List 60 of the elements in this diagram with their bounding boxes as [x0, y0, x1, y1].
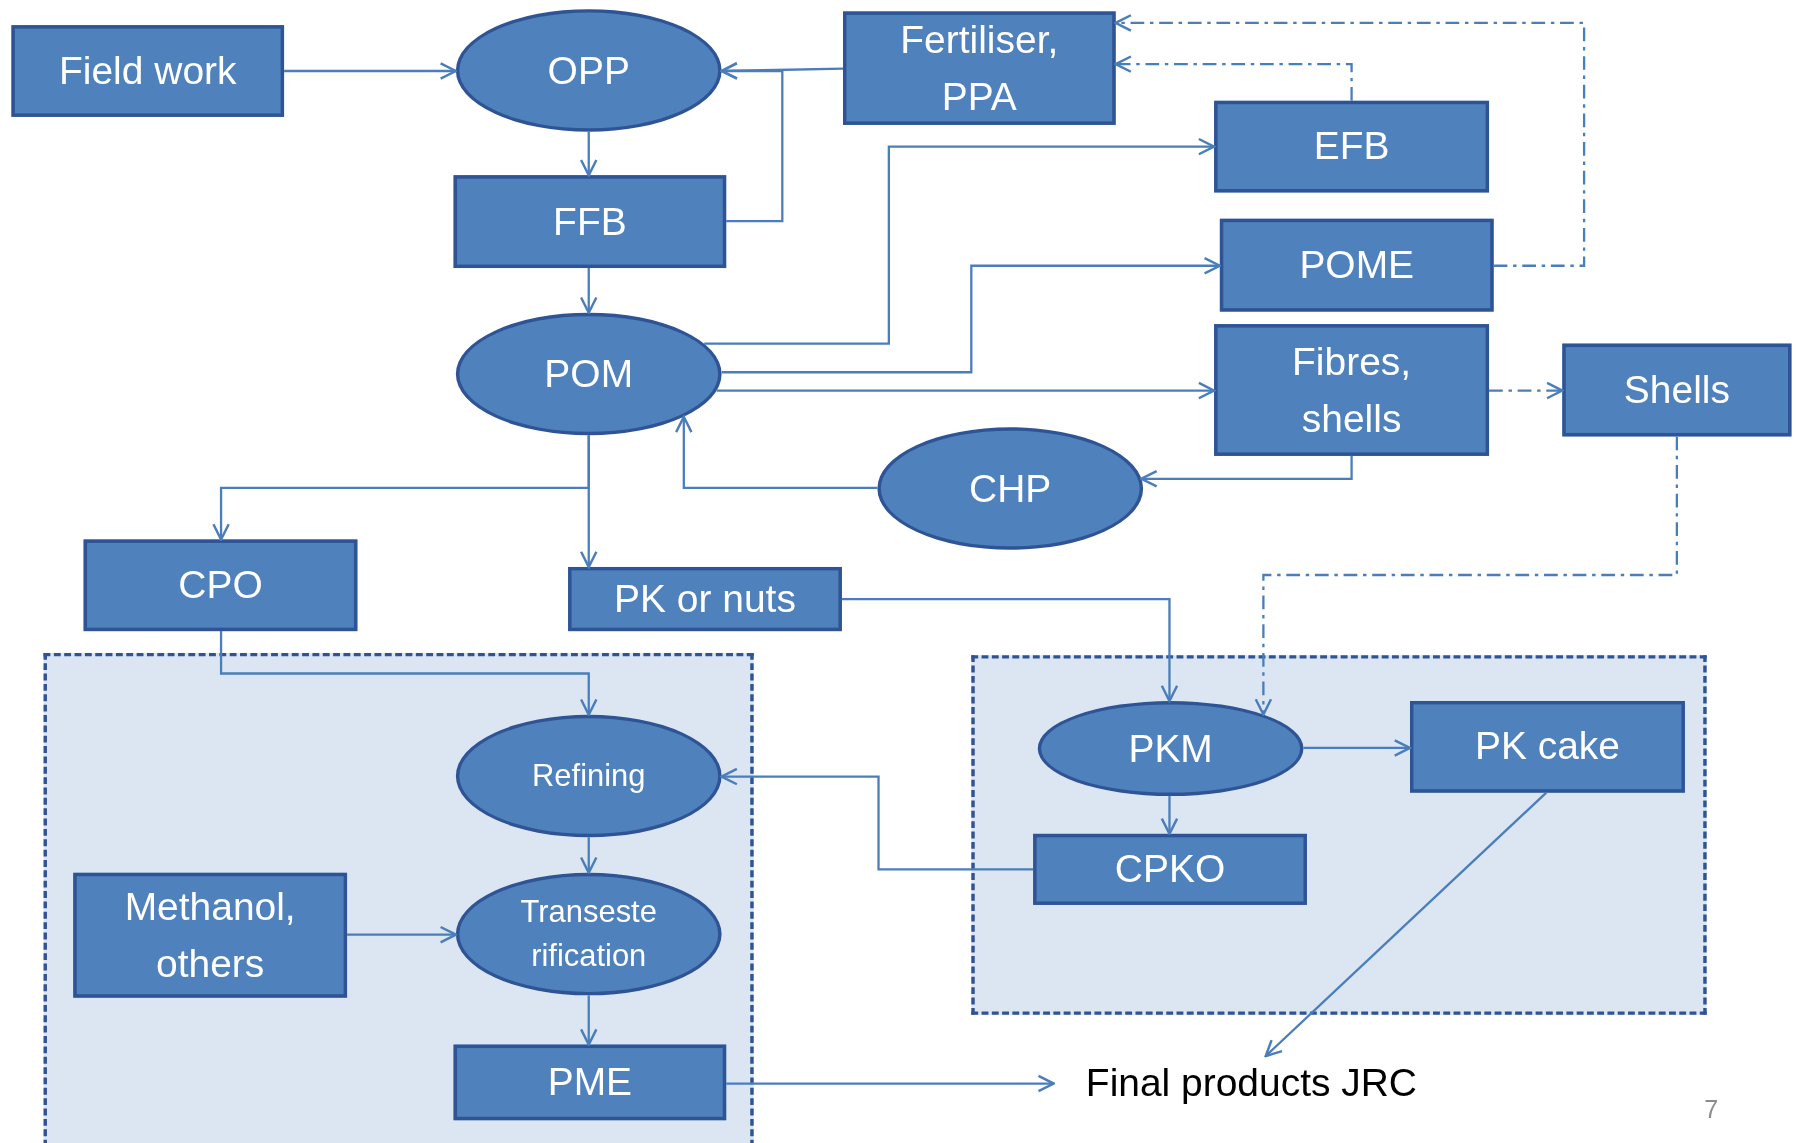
- node-label: OPP: [547, 46, 630, 94]
- node-label: PK or nuts: [614, 575, 796, 623]
- arrow: [1160, 796, 1179, 836]
- node-label: Transeste rification: [519, 893, 658, 974]
- node-label: CPO: [178, 561, 263, 609]
- arrow: [579, 435, 598, 569]
- process-box: [1214, 100, 1490, 193]
- arrow: [579, 268, 598, 314]
- process-box: [1033, 833, 1307, 905]
- arrow: [716, 381, 1216, 400]
- node-label: PK cake: [1474, 723, 1620, 770]
- node-label: EFB: [1313, 123, 1390, 170]
- node-label: Fertiliser, PPA: [899, 16, 1060, 120]
- arrow: [1114, 55, 1353, 101]
- node-label: PKM: [1128, 725, 1213, 772]
- arrow: [1489, 381, 1564, 400]
- arrow: [1254, 436, 1679, 716]
- dashed-boundary-region: [43, 652, 754, 1143]
- arrow: [841, 597, 1179, 703]
- process-box: [1562, 343, 1792, 437]
- node-label: CPKO: [1114, 845, 1226, 893]
- process-box: [568, 567, 842, 632]
- process-box: [453, 175, 727, 269]
- node-label: Methanol, others: [123, 883, 297, 987]
- arrow: [720, 767, 1034, 871]
- node-label: CHP: [969, 465, 1052, 512]
- process-box: [1214, 324, 1490, 456]
- node-label: Fibres, shells: [1291, 338, 1413, 442]
- arrow: [579, 995, 598, 1046]
- process-box: [843, 11, 1116, 125]
- node-label: Field work: [59, 47, 237, 95]
- node-label: PME: [547, 1058, 633, 1106]
- process-box: [83, 539, 358, 632]
- arrow: [1303, 739, 1412, 757]
- arrow: [1264, 791, 1548, 1058]
- arrow: [347, 925, 458, 944]
- arrow: [674, 415, 878, 490]
- node-label: POME: [1299, 241, 1415, 289]
- arrow: [1140, 455, 1353, 488]
- arrow: [704, 137, 1216, 345]
- node-label: POM: [544, 350, 634, 397]
- arrow: [1114, 14, 1586, 267]
- process-box: [11, 25, 285, 117]
- node-label: Shells: [1623, 366, 1730, 413]
- node-label: Refining: [532, 756, 646, 795]
- arrow: [721, 256, 1222, 374]
- arrow: [579, 131, 598, 177]
- process-box: [1219, 218, 1494, 312]
- process-box: [453, 1044, 727, 1121]
- output-label: Final products JRC: [1085, 1060, 1417, 1107]
- node-label: FFB: [553, 198, 627, 245]
- process-box: [73, 872, 348, 998]
- arrow: [219, 631, 598, 716]
- process-box: [1410, 701, 1685, 793]
- arrow: [284, 62, 458, 80]
- arrow: [720, 62, 784, 223]
- dashed-boundary-region: [971, 655, 1707, 1015]
- arrow: [726, 1074, 1055, 1093]
- page-number: 7: [1704, 1095, 1719, 1125]
- arrow: [579, 837, 598, 874]
